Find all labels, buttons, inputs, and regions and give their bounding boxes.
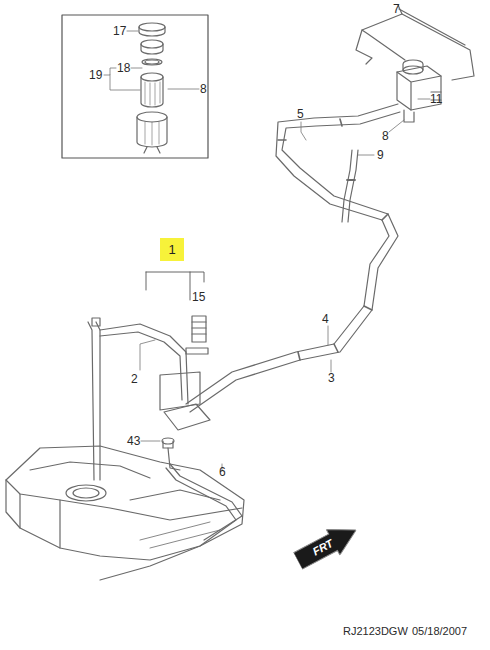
clip-15 [186, 316, 208, 354]
fuel-tank [6, 446, 244, 560]
callout-number: 7 [393, 3, 400, 15]
callout-number: 11 [430, 93, 442, 105]
drawing-code: RJ2123DGW [343, 626, 408, 637]
callout-number: 19 [89, 69, 102, 81]
callout-number: 15 [192, 291, 205, 303]
callout-number: 18 [117, 62, 130, 74]
inset-leaders [104, 31, 199, 90]
fitting-43 [162, 438, 174, 448]
callout-number: 9 [377, 149, 384, 161]
callout-number: 2 [131, 373, 138, 385]
main-leaders [140, 99, 430, 470]
pipe-9 [342, 150, 358, 222]
callout-number: 6 [219, 466, 226, 478]
strap-6 [100, 464, 242, 580]
filter-exploded-view [137, 23, 167, 153]
pipe-7 [356, 5, 474, 80]
fuel-filter [397, 60, 441, 122]
callout-number: 1 [160, 243, 184, 256]
callout-number: 43 [127, 435, 140, 447]
callout-number: 8 [200, 83, 207, 95]
callout-number: 17 [113, 25, 126, 37]
fuel-lines [186, 104, 400, 412]
drawing-code: 05/18/2007 [412, 626, 467, 637]
callout-number: 5 [297, 108, 304, 120]
front-direction-arrow: FRT [291, 517, 363, 574]
callout-number: 8 [382, 130, 389, 142]
callout-number: 3 [328, 372, 335, 384]
callout-number: 4 [322, 313, 329, 325]
highlighted-callout: 1 [160, 238, 184, 261]
inset-frame [62, 15, 208, 158]
